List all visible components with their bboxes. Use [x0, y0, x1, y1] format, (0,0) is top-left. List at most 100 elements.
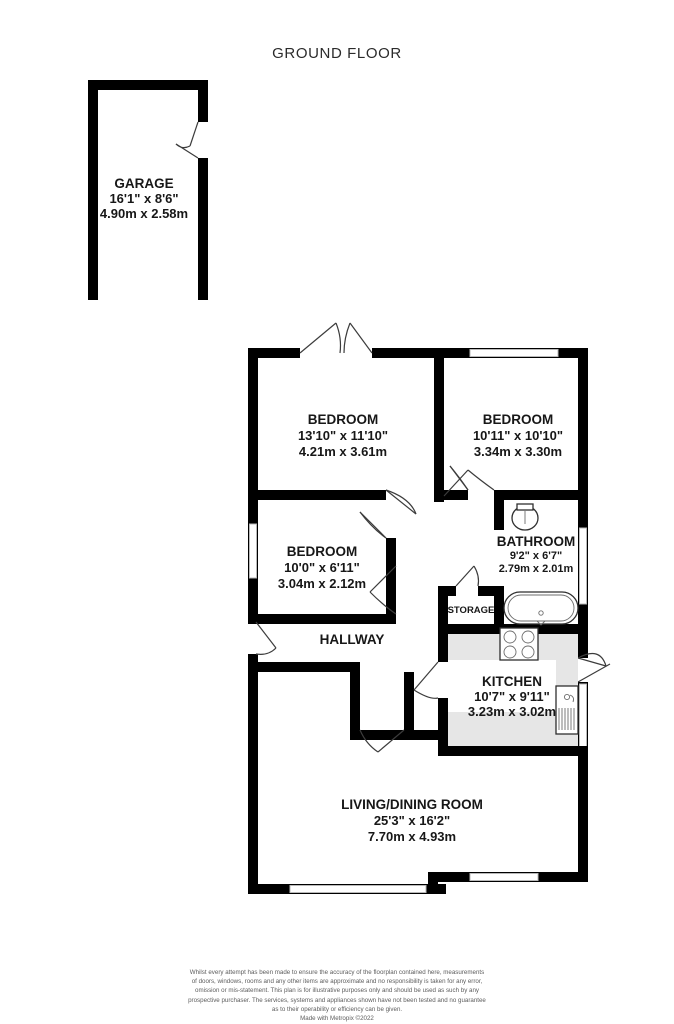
living-dining-dim-metric: 7.70m x 4.93m	[368, 829, 456, 844]
kitchen-name: KITCHEN	[482, 674, 542, 689]
toilet-icon	[511, 503, 539, 531]
window-living-right-glass	[469, 873, 539, 881]
outer-wall-top-mid	[372, 348, 468, 358]
wall-bed3-right	[386, 538, 396, 624]
bathroom-label: BATHROOM 9'2" x 6'7" 2.79m x 2.01m	[497, 534, 576, 575]
garage-door-leaf-2	[175, 143, 199, 159]
disclaimer-block: Whilst every attempt has been made to en…	[0, 968, 674, 1023]
kitchen-dim-imperial: 10'7" x 9'11"	[474, 689, 550, 704]
storage-label: STORAGE	[448, 605, 495, 616]
bed3-door-swing	[359, 511, 387, 539]
outer-wall-left-a	[248, 348, 258, 522]
bedroom-2-dim-metric: 3.34m x 3.30m	[474, 444, 562, 459]
bedroom-3-dim-imperial: 10'0" x 6'11"	[284, 560, 360, 575]
bed1-door-swing	[385, 489, 417, 515]
outer-wall-right-upper	[578, 348, 588, 526]
outer-wall-left-b	[248, 580, 258, 622]
disclaimer-line-4: prospective purchaser. The services, sys…	[188, 996, 486, 1004]
wall-bed2-bottom-stub	[434, 490, 444, 502]
living-door-leaf	[377, 729, 405, 753]
window-kitchen-right-glass	[579, 683, 587, 753]
toilet-cistern	[516, 503, 534, 511]
wall-bathroom-left	[494, 500, 504, 530]
bedroom-1-dim-metric: 4.21m x 3.61m	[299, 444, 387, 459]
window-bedroom3-left-glass	[249, 523, 257, 579]
wall-hall-living-h	[248, 662, 360, 672]
hall-door-leaf	[369, 565, 397, 593]
garage-wall-right-lower	[198, 158, 208, 300]
living-dining-dim-imperial: 25'3" x 16'2"	[374, 813, 450, 828]
disclaimer-line-3: omission or mis-statement. This plan is …	[195, 987, 479, 995]
sink-drainer-grooves	[558, 708, 575, 730]
living-dining-label: LIVING/DINING ROOM 25'3" x 16'2" 7.70m x…	[341, 797, 483, 844]
bed1-french-door-leaf-right	[349, 322, 373, 354]
garage-structure	[88, 80, 208, 300]
disclaimer-line-5: as to their operability or efficiency ca…	[271, 1005, 403, 1013]
bedroom-3-dim-metric: 3.04m x 2.12m	[278, 576, 366, 591]
bed3-door-leaf	[359, 511, 387, 539]
window-bathroom-right-glass	[579, 527, 587, 605]
outer-wall-bottom-step-v	[428, 872, 438, 894]
outer-wall-bottom-left	[248, 884, 288, 894]
garage-door-leaf	[189, 121, 199, 147]
bed1-french-door-swing-right	[343, 322, 351, 354]
kitchen-label: KITCHEN 10'7" x 9'11" 3.23m x 3.02m	[468, 674, 556, 719]
outer-wall-right-lower	[578, 754, 588, 882]
wall-bed3-bottom	[248, 614, 396, 624]
disclaimer-line-2: of doors, windows, rooms and any other i…	[191, 978, 483, 986]
wall-bed2-bottom	[444, 490, 468, 500]
house-outer-walls	[248, 348, 588, 894]
doors	[255, 322, 611, 753]
wall-hall-living-h3	[404, 730, 448, 740]
kitchen-ext-door-leaf2	[577, 663, 611, 683]
bedroom-1-name: BEDROOM	[308, 412, 379, 427]
outer-wall-top-left	[248, 348, 300, 358]
wall-kitchen-left-lower	[438, 698, 448, 756]
garage-wall-right-upper	[198, 80, 208, 122]
hob-burner-1	[503, 630, 517, 644]
outer-wall-bottom-right	[540, 872, 588, 882]
bed1-door-leaf	[385, 489, 417, 515]
outer-wall-left-c	[248, 654, 258, 894]
outer-wall-bottom-mid	[428, 884, 446, 894]
living-dining-name: LIVING/DINING ROOM	[341, 797, 483, 812]
window-living-bottom-glass	[289, 885, 427, 893]
wall-bed2-bottom-right	[494, 490, 588, 500]
garage-label: GARAGE 16'1" x 8'6" 4.90m x 2.58m	[100, 176, 188, 221]
bathroom-dim-metric: 2.79m x 2.01m	[499, 563, 574, 575]
hob-burner-3	[503, 645, 517, 659]
disclaimer-credit: Made with Metropix ©2022	[300, 1015, 374, 1023]
outer-wall-bottom-step-h	[428, 872, 468, 882]
wall-hall-living-v	[350, 662, 360, 740]
kitchen-dim-metric: 3.23m x 3.02m	[468, 704, 556, 719]
hob-icon	[499, 627, 539, 661]
window-bedroom2-top-glass	[469, 349, 559, 357]
bedroom-2-dim-imperial: 10'11" x 10'10"	[473, 428, 563, 443]
sink-icon	[555, 685, 579, 735]
bedroom-2-label: BEDROOM 10'11" x 10'10" 3.34m x 3.30m	[473, 412, 563, 459]
sink-body	[555, 685, 579, 735]
garage-name: GARAGE	[114, 176, 173, 191]
front-door-leaf	[255, 621, 277, 649]
wall-bed1-bed2	[434, 348, 444, 490]
bathroom-dim-imperial: 9'2" x 6'7"	[510, 550, 562, 562]
bathtub-icon	[503, 591, 579, 626]
hallway-label: HALLWAY	[320, 632, 385, 647]
wall-storage-left	[438, 586, 448, 634]
garage-wall-left	[88, 80, 98, 300]
storage-name: STORAGE	[448, 605, 495, 616]
kitchen-ext-door-swing	[577, 652, 607, 667]
kitchen-ext-door-leaf	[577, 657, 607, 667]
bed1-french-door-leaf-left	[299, 322, 337, 354]
wall-kitchen-bottom	[438, 746, 588, 756]
disclaimer-line-1: Whilst every attempt has been made to en…	[189, 969, 485, 976]
hob-burner-2	[521, 630, 535, 644]
storage-door-swing	[473, 565, 480, 587]
garage-dim-imperial: 16'1" x 8'6"	[109, 191, 178, 206]
hallway-name: HALLWAY	[320, 632, 385, 647]
kitchen-door-swing	[413, 689, 439, 699]
kitchen-door-leaf	[413, 661, 439, 691]
living-door-swing	[359, 729, 379, 753]
